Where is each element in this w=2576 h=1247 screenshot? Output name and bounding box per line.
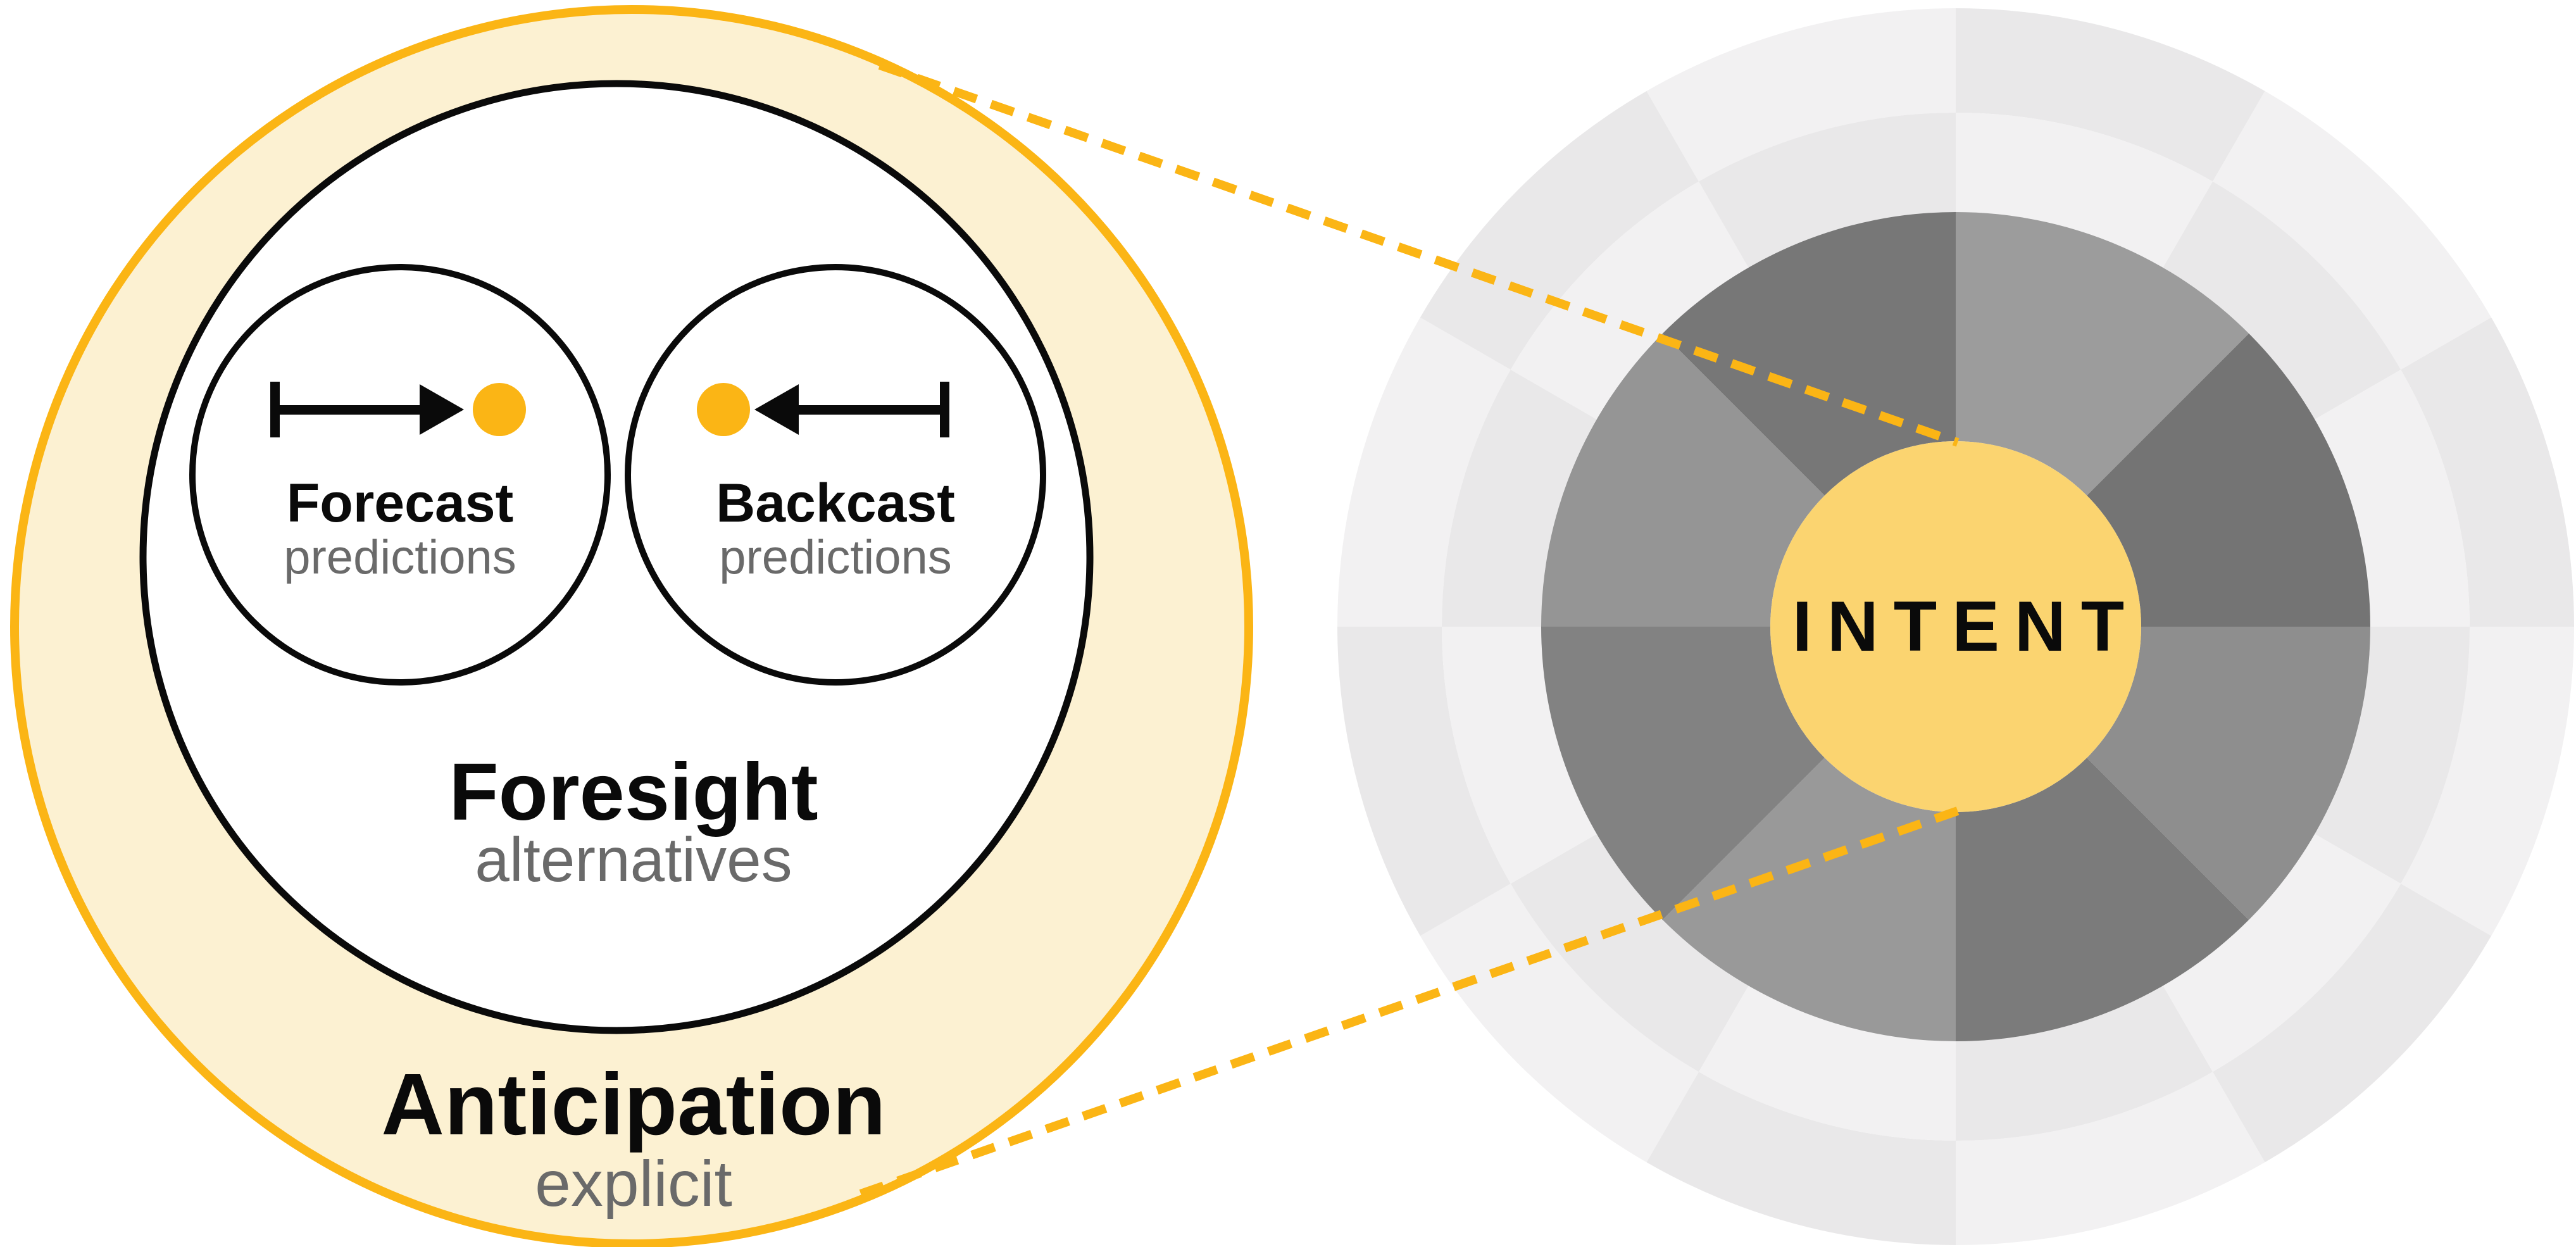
wheel-segment-middle-ring-9	[1442, 370, 1597, 627]
forecast-subtitle: predictions	[284, 530, 516, 584]
wheel-segment-middle-ring-4	[2163, 834, 2401, 1072]
backcast-arrowhead-icon	[754, 384, 799, 435]
wheel-segment-inner-ring-0	[1956, 212, 2249, 496]
intent-center-circle	[1770, 441, 2141, 812]
wheel-segment-outer-ring-6	[1646, 1072, 1956, 1245]
wheel-segment-outer-ring-7	[1420, 884, 1699, 1163]
wheel-segment-middle-ring-11	[1699, 113, 1956, 268]
backcast-arrow-tail-tick	[940, 382, 949, 437]
wheel-segment-outer-ring-9	[1337, 317, 1511, 627]
wheel-segment-middle-ring-10	[1510, 181, 1749, 420]
wheel-segment-inner-ring-2	[2087, 627, 2370, 920]
wheel-segment-outer-ring-10	[1420, 91, 1699, 370]
wheel-segment-outer-ring-11	[1646, 8, 1956, 182]
wheel-segment-middle-ring-7	[1510, 834, 1749, 1072]
wheel-segment-middle-ring-3	[2315, 627, 2470, 884]
backcast-target-dot	[697, 383, 750, 436]
wheel-segment-inner-ring-3	[1956, 758, 2249, 1041]
backcast-title: Backcast	[716, 473, 955, 534]
forecast-arrow-icon	[270, 382, 526, 437]
wheel-segment-middle-ring-5	[1956, 986, 2213, 1141]
wheel-segment-middle-ring-1	[2163, 181, 2401, 420]
backcast-arrow-shaft	[799, 405, 944, 415]
wheel-segment-inner-ring-7	[1662, 212, 1956, 496]
wheel-segment-inner-ring-4	[1662, 758, 1956, 1041]
wheel-segment-outer-ring-0	[1956, 8, 2265, 182]
wheel-segment-outer-ring-5	[1956, 1072, 2265, 1245]
wheel-segment-outer-ring-3	[2401, 627, 2574, 936]
wheel-segment-inner-ring-5	[1541, 627, 1825, 920]
wheel-segment-outer-ring-2	[2401, 317, 2574, 627]
wheel-segment-middle-ring-2	[2315, 370, 2470, 627]
forecast-arrow-shaft	[275, 405, 421, 415]
foresight-title: Foresight	[449, 747, 818, 837]
zoom-callout-line-top	[878, 61, 1960, 447]
wheel-segment-middle-ring-0	[1956, 113, 2213, 268]
intent-wheel	[1337, 8, 2574, 1245]
anticipation-title: Anticipation	[381, 1056, 885, 1153]
intent-label: INTENT	[1792, 587, 2139, 666]
wheel-segment-middle-ring-6	[1699, 986, 1956, 1141]
wheel-segment-middle-ring-8	[1442, 627, 1597, 884]
wheel-segment-inner-ring-6	[1541, 333, 1825, 627]
wheel-segment-inner-ring-1	[2087, 333, 2370, 627]
forecast-title: Forecast	[287, 473, 514, 534]
wheel-segment-outer-ring-1	[2213, 91, 2492, 370]
forecast-target-dot	[473, 383, 526, 436]
backcast-arrow-icon	[697, 382, 949, 437]
foresight-subtitle: alternatives	[475, 825, 792, 894]
wheel-segment-outer-ring-8	[1337, 627, 1511, 936]
backcast-circle	[625, 264, 1046, 686]
forecast-circle	[189, 264, 611, 686]
wheel-segment-outer-ring-4	[2213, 884, 2492, 1163]
anticipation-subtitle: explicit	[535, 1148, 732, 1220]
backcast-subtitle: predictions	[719, 530, 952, 584]
forecast-arrowhead-icon	[420, 384, 464, 435]
